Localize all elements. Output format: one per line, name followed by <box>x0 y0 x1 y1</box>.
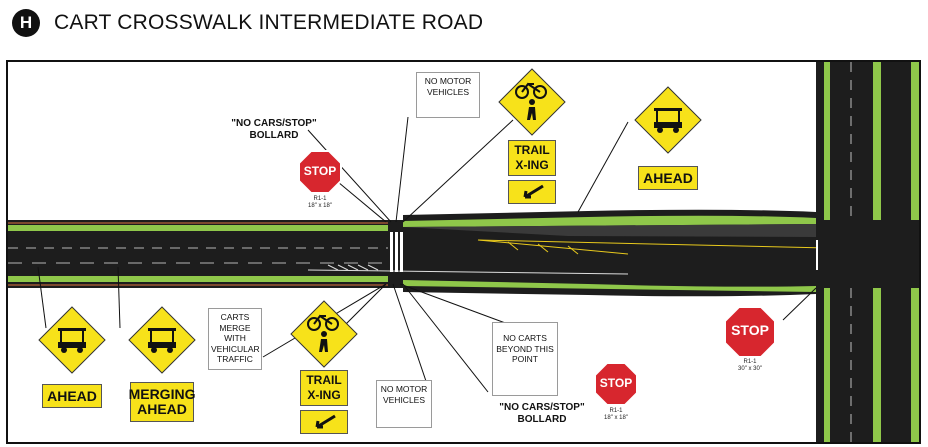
stop-sign-code: R1-1 <box>743 359 757 365</box>
trail-crossing-diamond <box>290 300 358 368</box>
stop-sign-icon <box>594 362 638 406</box>
arrow-plaque-top <box>508 180 556 204</box>
bollard-callout-bottom: "NO CARS/STOP" BOLLARD <box>499 402 585 425</box>
merging-ahead: MERGING AHEAD <box>129 382 195 422</box>
stop-sign-icon <box>724 306 776 358</box>
stop-sign-code: R1-1 <box>313 196 327 202</box>
bicycle-icon <box>515 82 547 99</box>
stop-sign-label: STOP <box>731 322 769 338</box>
grass-strip <box>8 276 388 282</box>
sign-no-carts: NO CARTS BEYOND THIS POINT <box>492 322 558 396</box>
grass-strip <box>8 225 388 231</box>
header: H CART CROSSWALK INTERMEDIATE ROAD <box>12 6 483 40</box>
stop-sign-size: 18" x 18" <box>604 415 628 421</box>
road-plan-diagram <box>8 62 919 442</box>
yellow-hatching <box>477 239 829 255</box>
grass-strip <box>403 215 816 227</box>
pedestrian-icon <box>527 99 536 120</box>
section-badge: H <box>12 9 40 37</box>
plan-frame: NO MOTOR VEHICLES CARTS MERGE WITH VEHIC… <box>6 60 921 444</box>
sign-no-motor-bottom: NO MOTOR VEHICLES <box>376 380 432 428</box>
trail-xing-top: TRAIL X-ING <box>508 140 556 176</box>
ahead-top: AHEAD <box>638 166 698 190</box>
grass-strip <box>403 280 816 292</box>
white-hatching <box>307 264 629 275</box>
sign-carts-merge: CARTS MERGE WITH VEHICULAR TRAFFIC <box>208 308 262 370</box>
golf-cart-icon <box>148 328 176 353</box>
golf-cart-diamond <box>38 306 106 374</box>
stop-sign-size: 18" x 18" <box>308 203 332 209</box>
sign-text: CARTS MERGE WITH VEHICULAR TRAFFIC <box>211 312 260 364</box>
golf-cart-icon <box>58 328 86 353</box>
stop-sign-code: R1-1 <box>609 408 623 414</box>
stop-sign-label: STOP <box>599 376 633 390</box>
golf-cart-icon <box>654 108 682 133</box>
page-title: CART CROSSWALK INTERMEDIATE ROAD <box>54 11 484 34</box>
ahead-left: AHEAD <box>42 384 102 408</box>
sign-text: NO CARTS BEYOND THIS POINT <box>496 333 554 364</box>
crosswalk <box>390 232 403 272</box>
cart-lane <box>403 224 816 237</box>
arrow-plaque-bottom <box>300 410 348 434</box>
stop-sign-size: 30" x 30" <box>738 366 762 372</box>
arrow-down-left-icon <box>523 184 544 199</box>
golf-cart-diamond <box>128 306 196 374</box>
stop-sign-label: STOP <box>303 164 337 178</box>
pedestrian-icon <box>319 331 328 352</box>
arrow-down-left-icon <box>315 414 336 429</box>
stop-sign-icon <box>298 150 342 194</box>
bicycle-icon <box>307 314 339 331</box>
intersection <box>816 220 919 288</box>
trail-xing-bottom: TRAIL X-ING <box>300 370 348 406</box>
trail-crossing-diamond <box>498 68 566 136</box>
sign-no-motor-top: NO MOTOR VEHICLES <box>416 72 480 118</box>
stop-bar <box>816 240 818 270</box>
bollard-callout-top: "NO CARS/STOP" BOLLARD <box>231 118 317 141</box>
sign-text: NO MOTOR VEHICLES <box>424 76 472 97</box>
golf-cart-diamond <box>634 86 702 154</box>
sign-text: NO MOTOR VEHICLES <box>380 384 428 405</box>
